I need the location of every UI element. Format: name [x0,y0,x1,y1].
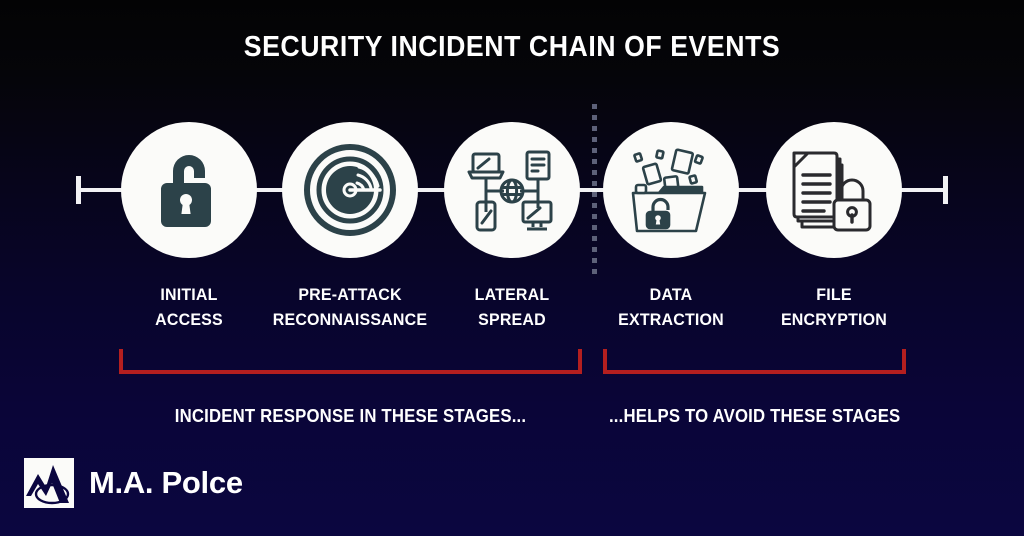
stage-node-data-extraction[interactable] [603,122,739,258]
timeline-end-cap-right [943,176,948,204]
ma-polce-mountain-mark-icon [22,456,76,510]
stage-node-file-encryption[interactable] [766,122,902,258]
caption-avoid-stages: ...HELPS TO AVOID THESE STAGES [608,406,901,426]
caption-incident-response: INCIDENT RESPONSE IN THESE STAGES... [174,406,527,426]
stage-label-lateral-spread: LATERAL SPREAD [409,283,616,332]
stage-node-lateral-spread[interactable] [444,122,580,258]
stage-circle [121,122,257,258]
stage-label-line-2: ACCESS [155,309,223,329]
stage-label-data-extraction: DATA EXTRACTION [568,283,775,332]
stage-label-line-1: FILE [816,285,852,304]
stage-circle [282,122,418,258]
stage-label-line-2: RECONNAISSANCE [272,309,428,329]
stage-label-line-2: EXTRACTION [618,309,724,329]
page-title: SECURITY INCIDENT CHAIN OF EVENTS [243,31,781,63]
stage-label-line-1: INITIAL [160,285,218,304]
network-topology-icon [465,144,559,236]
brand-logo[interactable]: M.A. Polce [22,456,243,510]
stage-label-line-2: SPREAD [478,309,546,329]
open-padlock-icon [147,147,231,233]
stage-label-line-1: PRE-ATTACK [298,285,402,304]
brand-wordmark: M.A. Polce [89,465,243,500]
stage-label-initial-access: INITIAL ACCESS [86,283,293,332]
stage-label-line-1: LATERAL [474,285,550,304]
timeline-end-cap-left [76,176,81,204]
stage-node-initial-access[interactable] [121,122,257,258]
stage-circle [444,122,580,258]
bracket-avoided-stages [603,349,906,374]
stage-node-pre-attack-reconnaissance[interactable] [282,122,418,258]
stage-label-line-1: DATA [649,285,693,304]
stage-label-pre-attack-reconnaissance: PRE-ATTACK RECONNAISSANCE [247,283,454,332]
phase-divider-dotted-line [592,104,597,276]
stage-label-file-encryption: FILE ENCRYPTION [731,283,938,332]
locked-documents-icon [788,143,880,237]
stage-label-line-2: ENCRYPTION [780,309,888,329]
stage-circle [603,122,739,258]
open-folder-unlocked-icon [623,143,719,237]
radar-scan-icon [304,144,396,236]
bracket-incident-response-stages [119,349,582,374]
stage-circle [766,122,902,258]
